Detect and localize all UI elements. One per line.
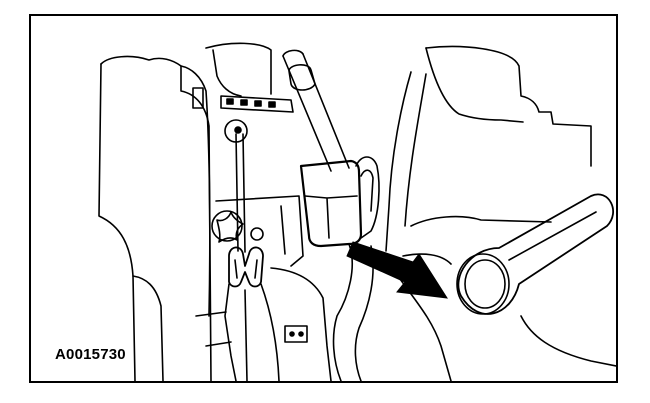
fork-clip-prongs [234,259,258,279]
lower-linkage [224,283,237,381]
pedal-tube-highlight [508,211,597,261]
lower-bracket [195,311,232,347]
line-drawing [98,42,616,381]
left-housing-lower [132,275,164,381]
middle-plate [215,195,304,267]
right-side-wall-2 [404,73,427,227]
pivot-lever [355,156,380,239]
pedal-tube-end-inner [464,259,506,309]
top-column-left [212,49,242,97]
bolt-head [211,210,243,242]
top-column [205,42,272,95]
small-plate [284,325,308,343]
housing-slot [192,87,204,109]
top-column-tabs [220,95,294,113]
pedal-tube-end [456,253,510,315]
lower-linkage-2 [260,283,280,381]
right-upper-bracket [425,45,592,167]
right-lower-support [402,215,552,265]
diagram-frame: A0015730 [29,14,618,383]
lower-linkage-3 [244,289,248,381]
left-housing-edge [98,63,136,381]
right-upper-bracket-inner [425,47,524,123]
left-housing [100,55,212,381]
lower-right-bracket [332,243,353,381]
cable-rod [235,133,246,253]
left-housing-inner [180,65,211,317]
middle-plate-lower [270,267,332,381]
tab-1 [226,98,234,105]
cable-grommet-inner [234,126,242,134]
fork-clip [228,246,264,288]
lower-right-bracket-2 [354,245,374,381]
tab-4 [268,101,276,108]
small-plate-hole-2 [298,331,304,337]
pedal-tube [457,193,614,315]
right-side-wall [385,71,412,252]
actuator-rod-bulge [288,64,316,91]
right-lower-panel-2 [520,315,616,367]
tab-3 [254,100,262,107]
pivot-lever-inner [360,169,374,212]
callout-arrow-icon [346,241,448,299]
tab-2 [240,99,248,106]
small-plate-hole-1 [289,331,295,337]
actuator-rod-cap [282,49,304,57]
actuator-rod [282,53,350,172]
figure-id-label: A0015730 [53,346,128,363]
bolt-small [250,227,264,241]
rod-end-fitting-detail [304,195,358,239]
